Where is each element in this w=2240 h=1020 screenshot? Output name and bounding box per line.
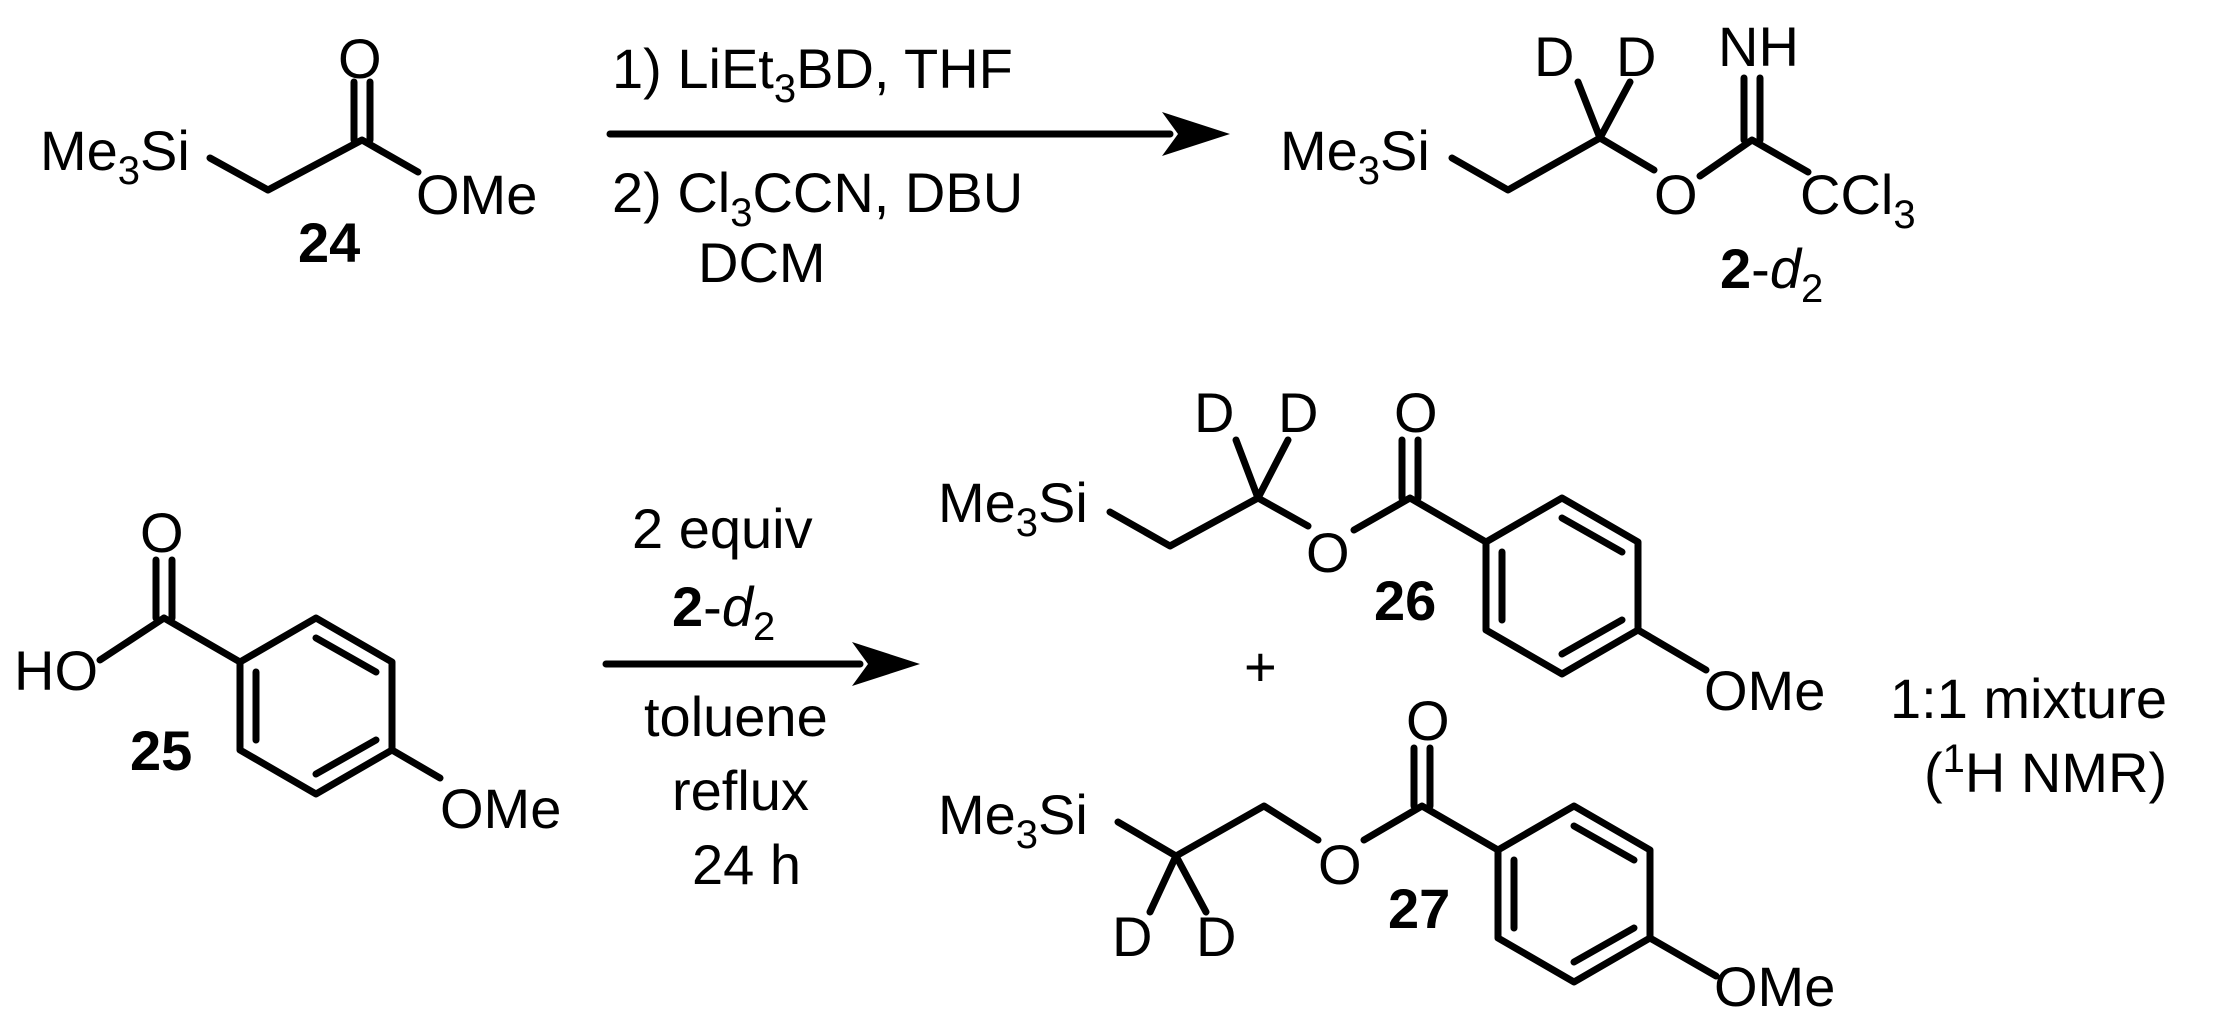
compound-25-ring-double-3 xyxy=(312,736,380,778)
compound-27: Me3Si D D O O OMe 27 xyxy=(938,689,1835,1018)
compound-27-d2: D xyxy=(1196,905,1236,968)
compound-2-d2-d1: D xyxy=(1534,25,1574,88)
reagents-2-condition: reflux xyxy=(672,759,809,822)
compound-24-number: 24 xyxy=(298,211,360,274)
compound-26-cd-bond-1 xyxy=(1232,436,1262,502)
compound-2-d2-d2: D xyxy=(1616,25,1656,88)
compound-27-cd-bond-1 xyxy=(1146,852,1180,916)
compound-2-d2-number: 2-d2 xyxy=(1720,237,1823,311)
compound-24: Me3Si O OMe 24 xyxy=(40,27,537,274)
compound-27-backbone xyxy=(1114,802,1322,860)
compound-24-carbonyl-o: O xyxy=(338,27,382,90)
compound-2-d2: Me3Si D D O NH CCl3 2-d2 xyxy=(1280,15,1916,311)
compound-27-me3si: Me3Si xyxy=(938,783,1088,857)
compound-27-d1: D xyxy=(1112,905,1152,968)
reagents-2-time: 24 h xyxy=(692,833,801,896)
compound-25-ho: HO xyxy=(14,639,98,702)
reagents-1-line2: 2) Cl3CCN, DBU xyxy=(612,161,1023,235)
reaction-arrow-2 xyxy=(602,642,920,686)
compound-26-ester-bonds xyxy=(1350,494,1490,546)
compound-27-ester-o: O xyxy=(1318,833,1362,896)
result-ratio: 1:1 mixture xyxy=(1890,667,2167,730)
compound-26-cd-bond-2 xyxy=(1254,436,1292,502)
compound-27-ester-bonds xyxy=(1360,802,1502,854)
plus-sign: + xyxy=(1244,635,1277,698)
compound-26-ring-double-2 xyxy=(1558,514,1626,556)
compound-27-number: 27 xyxy=(1388,877,1450,940)
compound-27-carbonyl-o: O xyxy=(1406,689,1450,752)
compound-26-carbonyl-o: O xyxy=(1394,381,1438,444)
compound-2-d2-o: O xyxy=(1654,163,1698,226)
compound-25-c-ome-bond xyxy=(388,746,444,782)
compound-2-d2-cd-bond-1 xyxy=(1574,78,1604,142)
compound-26-number: 26 xyxy=(1374,569,1436,632)
reagents-2-equiv: 2 equiv xyxy=(632,497,813,560)
compound-26-c-ome-bond xyxy=(1634,626,1710,674)
compound-27-ring-double-2 xyxy=(1570,822,1638,864)
compound-27-ring-double-3 xyxy=(1570,924,1638,966)
compound-25-o-c-bond xyxy=(96,614,168,664)
compound-2-d2-backbone xyxy=(1448,134,1658,194)
compound-25-benzene-ring xyxy=(236,614,396,798)
compound-26-me3si: Me3Si xyxy=(938,471,1088,545)
reagents-1-line3: DCM xyxy=(698,231,826,294)
compound-25-ome: OMe xyxy=(440,777,561,840)
compound-25-c-ring-bond xyxy=(160,614,244,666)
reaction-arrow-1 xyxy=(606,112,1230,156)
reagents-1-line1: 1) LiEt3BD, THF xyxy=(612,37,1013,111)
compound-27-benzene-ring xyxy=(1494,802,1654,986)
compound-25-carbonyl-o: O xyxy=(140,501,184,564)
result-method: (1H NMR) xyxy=(1924,737,2167,804)
compound-24-me3si: Me3Si xyxy=(40,119,190,193)
compound-2-d2-cd-bond-2 xyxy=(1596,78,1634,142)
arrow-2-head xyxy=(852,642,920,686)
compound-26-ome: OMe xyxy=(1704,659,1825,722)
compound-2-d2-o-c-bond xyxy=(1696,136,1812,180)
compound-25: HO O OMe 25 xyxy=(14,501,561,840)
reagents-2-reagent: 2-d2 xyxy=(672,575,775,649)
compound-27-ome: OMe xyxy=(1714,955,1835,1018)
compound-2-d2-me3si: Me3Si xyxy=(1280,119,1430,193)
compound-2-d2-ccl3: CCl3 xyxy=(1800,163,1916,237)
arrow-1-head xyxy=(1162,112,1230,156)
compound-27-c-ome-bond xyxy=(1646,934,1720,980)
compound-26-backbone xyxy=(1106,494,1312,550)
compound-2-d2-nh: NH xyxy=(1718,15,1799,78)
compound-26: Me3Si D D O O OMe 26 xyxy=(938,381,1825,722)
compound-24-ome: OMe xyxy=(416,163,537,226)
compound-26-ester-o: O xyxy=(1306,521,1350,584)
compound-26-d1: D xyxy=(1194,381,1234,444)
compound-27-cd-bond-2 xyxy=(1172,852,1210,916)
compound-24-backbone xyxy=(206,136,422,194)
compound-26-benzene-ring xyxy=(1482,494,1642,678)
compound-25-number: 25 xyxy=(130,719,192,782)
compound-26-d2: D xyxy=(1278,381,1318,444)
compound-26-ring-double-3 xyxy=(1558,616,1626,658)
reagents-2-solvent: toluene xyxy=(644,685,828,748)
compound-25-ring-double-2 xyxy=(312,634,380,676)
